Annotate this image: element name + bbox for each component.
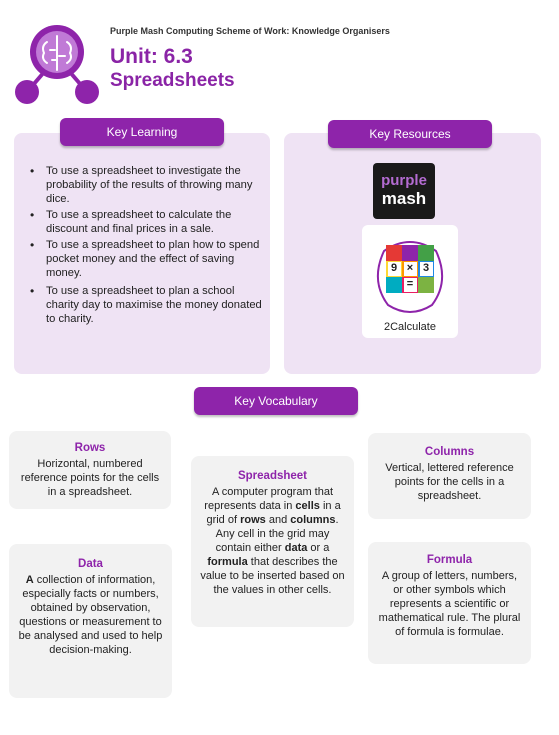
2calculate-label: 2Calculate xyxy=(384,321,436,333)
learning-item: To use a spreadsheet to calculate the di… xyxy=(30,208,262,236)
vocab-text-spreadsheet: A computer program that represents data … xyxy=(200,486,345,596)
vocab-card-data: Data A collection of information, especi… xyxy=(9,544,172,698)
unit-title: Unit: 6.3 xyxy=(110,45,193,68)
tile-times: × xyxy=(406,262,414,274)
2calculate-icon xyxy=(377,241,443,313)
scheme-subtitle: Purple Mash Computing Scheme of Work: Kn… xyxy=(110,26,390,36)
vocab-title-rows: Rows xyxy=(74,442,106,454)
learning-item: To use a spreadsheet to plan how to spen… xyxy=(30,238,262,280)
key-vocabulary-heading: Key Vocabulary xyxy=(194,387,358,415)
vocab-text-data: A collection of information, especially … xyxy=(18,574,163,656)
logo-word-mash: mash xyxy=(381,189,427,208)
tile-9: 9 xyxy=(390,262,398,274)
brain-logo-icon xyxy=(12,12,102,108)
vocab-title-formula: Formula xyxy=(426,554,473,566)
learning-item: To use a spreadsheet to investigate the … xyxy=(30,164,262,206)
vocab-text-rows: Horizontal, numbered reference points fo… xyxy=(20,458,160,498)
vocab-title-spreadsheet: Spreadsheet xyxy=(237,470,308,482)
2calculate-app-card[interactable]: 9 × 3 = 2Calculate xyxy=(362,225,458,338)
vocab-title-data: Data xyxy=(78,558,103,570)
topic-title: Spreadsheets xyxy=(110,70,235,91)
vocab-card-spreadsheet: Spreadsheet A computer program that repr… xyxy=(191,456,354,627)
vocab-card-rows: Rows Horizontal, numbered reference poin… xyxy=(9,431,171,509)
learning-item: To use a spreadsheet to plan a school ch… xyxy=(30,284,262,326)
vocab-card-formula: Formula A group of letters, numbers, or … xyxy=(368,542,531,664)
key-learning-heading: Key Learning xyxy=(60,118,224,146)
vocab-text-columns: Vertical, lettered reference points for … xyxy=(385,462,514,502)
tile-equals: = xyxy=(406,278,414,290)
key-learning-list: To use a spreadsheet to investigate the … xyxy=(30,164,262,328)
vocab-text-formula: A group of letters, numbers, or other sy… xyxy=(378,570,521,638)
key-resources-heading: Key Resources xyxy=(328,120,492,148)
logo-word-purple: purple xyxy=(381,172,427,189)
purple-mash-logo[interactable]: purple mash xyxy=(373,163,435,219)
vocab-title-columns: Columns xyxy=(424,446,475,458)
vocab-card-columns: Columns Vertical, lettered reference poi… xyxy=(368,433,531,519)
tile-3: 3 xyxy=(422,262,430,274)
